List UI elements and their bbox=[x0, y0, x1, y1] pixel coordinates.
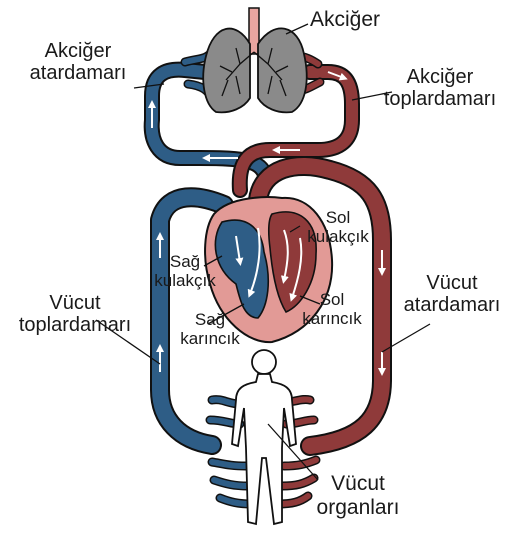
label-pulmonary-artery-line2: atardamarı bbox=[24, 62, 132, 84]
label-left-atrium-line1: Sol bbox=[298, 208, 378, 227]
label-pulmonary-vein-line1: Akciğer bbox=[370, 66, 510, 88]
lungs bbox=[203, 8, 306, 112]
label-left-atrium-line2: kulakçık bbox=[298, 227, 378, 246]
label-body-artery: Vücut atardamarı bbox=[394, 272, 510, 317]
label-body-vein-line1: Vücut bbox=[6, 292, 144, 314]
label-right-atrium-line1: Sağ bbox=[142, 252, 228, 271]
label-right-ventricle-line2: karıncık bbox=[170, 329, 250, 348]
label-body-vein: Vücut toplardamarı bbox=[6, 292, 144, 337]
label-body-artery-line1: Vücut bbox=[394, 272, 510, 294]
label-pulmonary-artery-line1: Akciğer bbox=[24, 40, 132, 62]
human-body bbox=[232, 350, 296, 524]
label-pulmonary-vein-line2: toplardamarı bbox=[370, 88, 510, 110]
label-pulmonary-artery: Akciğer atardamarı bbox=[24, 40, 132, 85]
label-body-organs-line2: organları bbox=[296, 496, 420, 520]
label-body-organs: Vücut organları bbox=[296, 472, 420, 519]
label-right-atrium-line2: kulakçık bbox=[142, 271, 228, 290]
label-body-organs-line1: Vücut bbox=[296, 472, 420, 496]
label-pulmonary-vein: Akciğer toplardamarı bbox=[370, 66, 510, 111]
label-right-ventricle-line1: Sağ bbox=[170, 310, 250, 329]
label-lungs: Akciğer bbox=[310, 8, 380, 32]
label-body-artery-line2: atardamarı bbox=[394, 294, 510, 316]
label-right-ventricle: Sağ karıncık bbox=[170, 310, 250, 348]
label-left-ventricle-line2: karıncık bbox=[290, 309, 374, 328]
label-left-ventricle-line1: Sol bbox=[290, 290, 374, 309]
label-right-atrium: Sağ kulakçık bbox=[142, 252, 228, 290]
label-left-atrium: Sol kulakçık bbox=[298, 208, 378, 246]
label-left-ventricle: Sol karıncık bbox=[290, 290, 374, 328]
label-body-vein-line2: toplardamarı bbox=[6, 314, 144, 336]
